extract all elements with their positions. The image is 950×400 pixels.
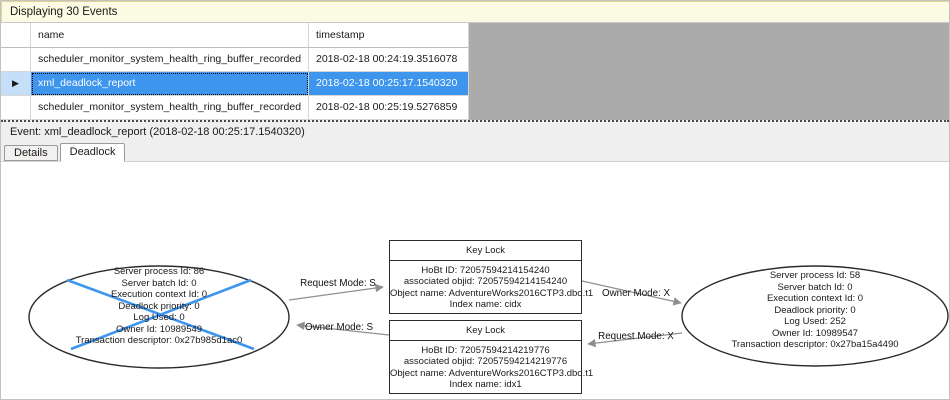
deadlock-graph-canvas: [28, 265, 949, 369]
edge-label-owner-x: Owner Mode: X: [601, 288, 671, 299]
edge-owner-s-arrow: [296, 321, 390, 336]
column-header-name[interactable]: name: [31, 23, 309, 48]
lock-title: Key Lock: [390, 321, 581, 341]
edge-label-request-x: Request Mode: X: [598, 331, 674, 342]
events-count-text: Displaying 30 Events: [10, 6, 118, 18]
victim-process-node[interactable]: Server process Id: 86 Server batch Id: 0…: [75, 266, 243, 346]
edge-label-request-s: Request Mode: S: [300, 278, 376, 289]
row-selector[interactable]: [1, 48, 31, 72]
lock-title: Key Lock: [390, 241, 581, 261]
tab-deadlock[interactable]: Deadlock: [59, 143, 126, 162]
edge-request-s-arrow: [288, 283, 384, 301]
winner-process-node[interactable]: Server process Id: 58 Server batch Id: 0…: [731, 270, 899, 350]
event-row-name[interactable]: scheduler_monitor_system_health_ring_buf…: [31, 48, 309, 72]
events-count-bar: Displaying 30 Events: [1, 1, 949, 23]
victim-cross-line: [70, 278, 252, 351]
edge-request-x-arrow: [587, 332, 683, 348]
winner-process-ellipse[interactable]: [681, 265, 949, 367]
key-lock-node-top[interactable]: Key Lock HoBt ID: 72057594214154240 asso…: [389, 240, 593, 314]
row-selector-arrow-icon: ▶: [12, 78, 19, 88]
event-row-timestamp-selected[interactable]: 2018-02-18 00:25:17.1540320: [309, 72, 469, 96]
tab-details[interactable]: Details: [4, 145, 58, 161]
events-grid: name timestamp scheduler_monitor_system_…: [1, 23, 949, 120]
row-selector[interactable]: [1, 96, 31, 120]
edge-owner-x-arrow: [581, 280, 682, 306]
column-header-timestamp[interactable]: timestamp: [309, 23, 469, 48]
selected-event-bar: Event: xml_deadlock_report (2018-02-18 0…: [1, 120, 949, 161]
event-row-timestamp[interactable]: 2018-02-18 00:24:19.3516078: [309, 48, 469, 72]
row-selector-current[interactable]: ▶: [1, 72, 31, 96]
event-row-name[interactable]: scheduler_monitor_system_health_ring_buf…: [31, 96, 309, 120]
grid-corner-cell: [1, 23, 31, 48]
key-lock-node-bottom[interactable]: Key Lock HoBt ID: 72057594214219776 asso…: [389, 320, 593, 394]
selected-event-text: Event: xml_deadlock_report (2018-02-18 0…: [10, 126, 305, 138]
detail-tabstrip: Details Deadlock: [4, 143, 127, 162]
edge-label-owner-s: Owner Mode: S: [304, 322, 374, 333]
event-row-name-selected[interactable]: xml_deadlock_report: [31, 72, 309, 96]
deadlock-graph-panel: Server process Id: 86 Server batch Id: 0…: [1, 161, 949, 399]
grid-empty-area: [469, 23, 949, 120]
event-row-timestamp[interactable]: 2018-02-18 00:25:19.5276859: [309, 96, 469, 120]
